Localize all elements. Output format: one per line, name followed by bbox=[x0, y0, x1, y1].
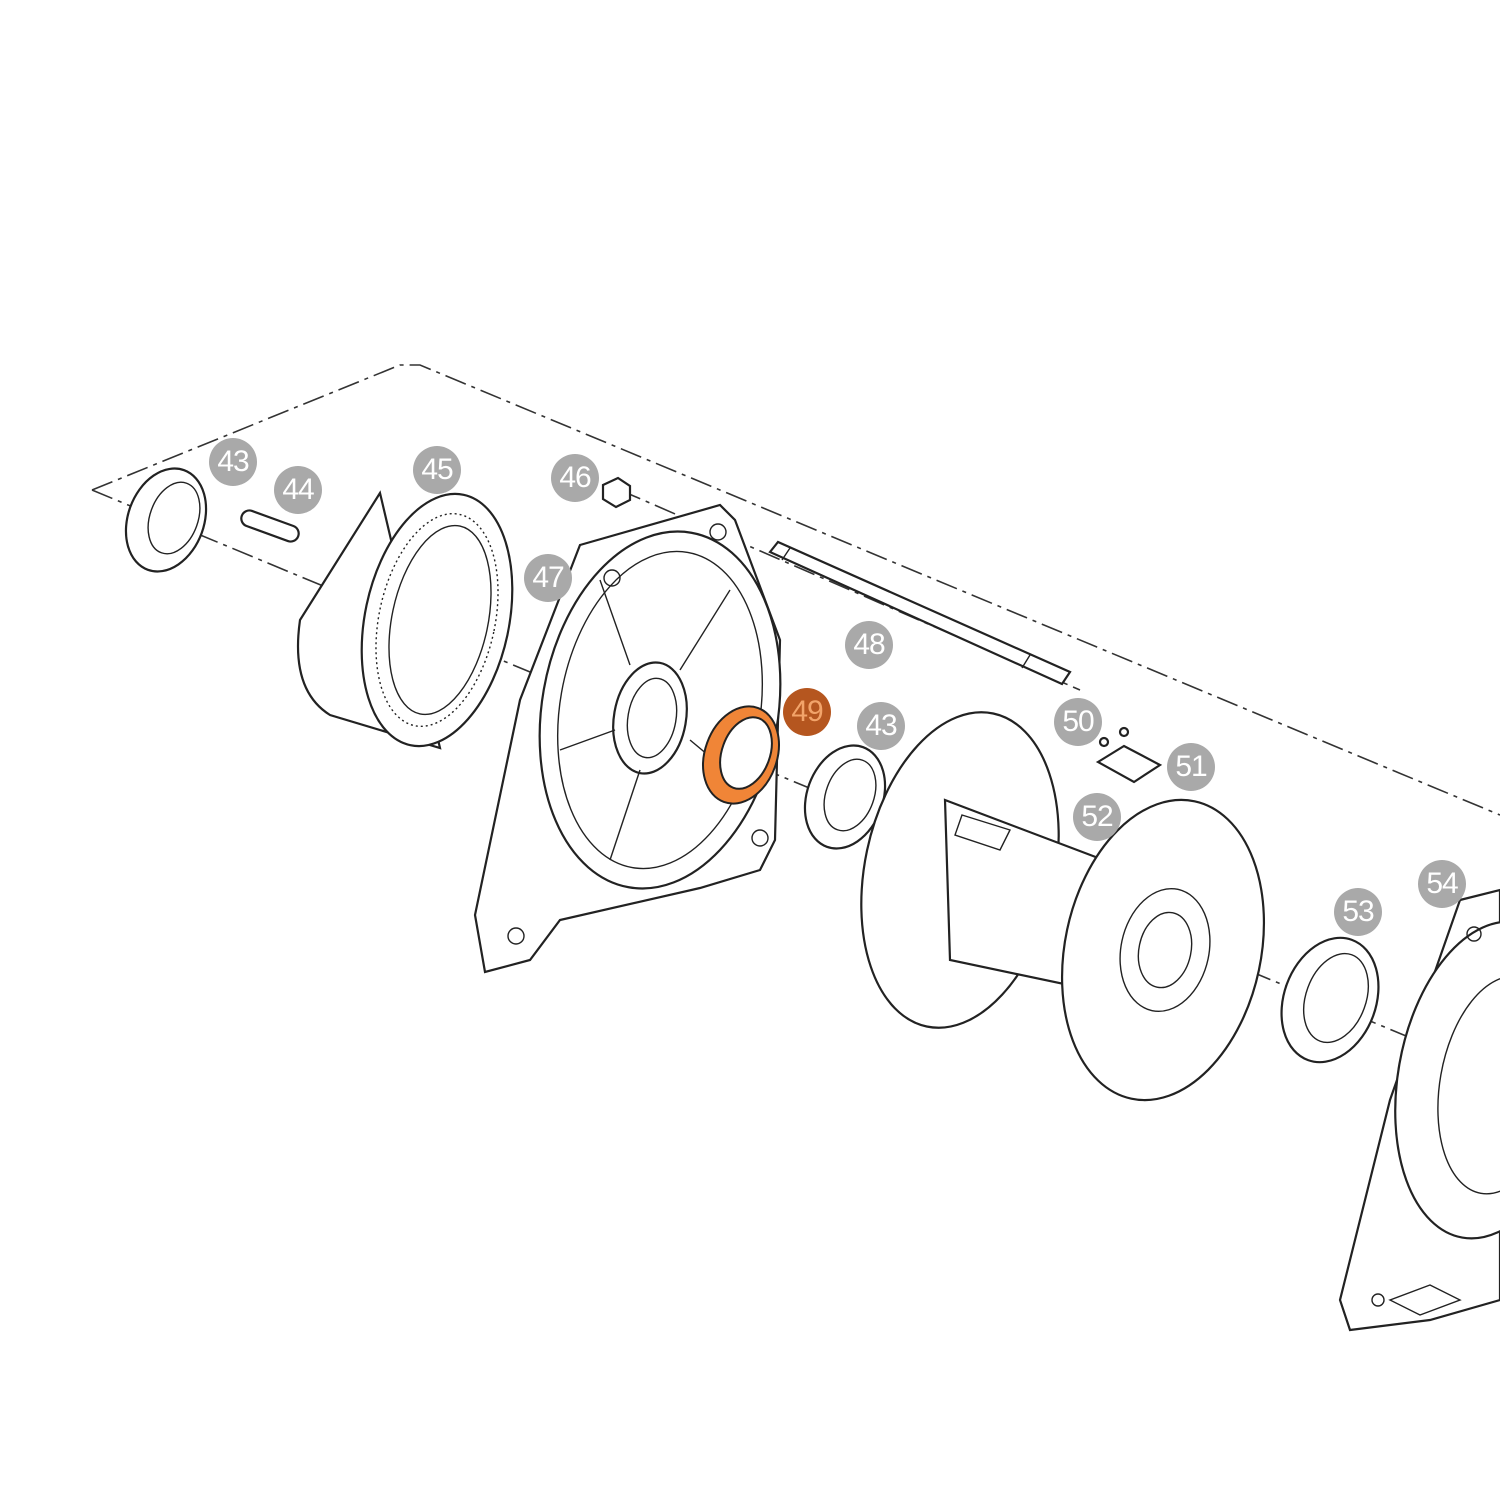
callout-50: 50 bbox=[1054, 698, 1102, 746]
part-seal-43-left bbox=[124, 467, 208, 573]
part-drum-52 bbox=[860, 711, 1266, 1102]
part-end-bracket-54 bbox=[1338, 888, 1500, 1332]
callout-46: 46 bbox=[551, 454, 599, 502]
part-key-44 bbox=[240, 509, 300, 543]
callout-43-right: 43 bbox=[857, 702, 905, 750]
callout-53: 53 bbox=[1334, 888, 1382, 936]
callout-45: 45 bbox=[413, 446, 461, 494]
callout-54: 54 bbox=[1418, 860, 1466, 908]
part-shaft-48 bbox=[768, 540, 1072, 686]
part-screws-50 bbox=[1098, 726, 1130, 748]
part-seal-53 bbox=[1280, 936, 1380, 1064]
callout-51: 51 bbox=[1167, 743, 1215, 791]
part-seal-49-highlighted bbox=[702, 705, 780, 805]
callout-48: 48 bbox=[845, 621, 893, 669]
callout-43-left: 43 bbox=[209, 438, 257, 486]
callout-52: 52 bbox=[1073, 793, 1121, 841]
main-axis-line bbox=[91, 489, 1500, 1076]
callout-47: 47 bbox=[524, 554, 572, 602]
part-ring-gear-45 bbox=[296, 490, 514, 750]
part-nut-46 bbox=[601, 476, 632, 509]
callout-44: 44 bbox=[274, 466, 322, 514]
part-seal-43-right bbox=[803, 744, 887, 850]
part-plate-51 bbox=[1095, 744, 1163, 784]
assembly-boundary-line bbox=[91, 364, 1500, 816]
callout-49-highlighted: 49 bbox=[783, 688, 831, 736]
part-end-bracket-47 bbox=[473, 503, 782, 974]
